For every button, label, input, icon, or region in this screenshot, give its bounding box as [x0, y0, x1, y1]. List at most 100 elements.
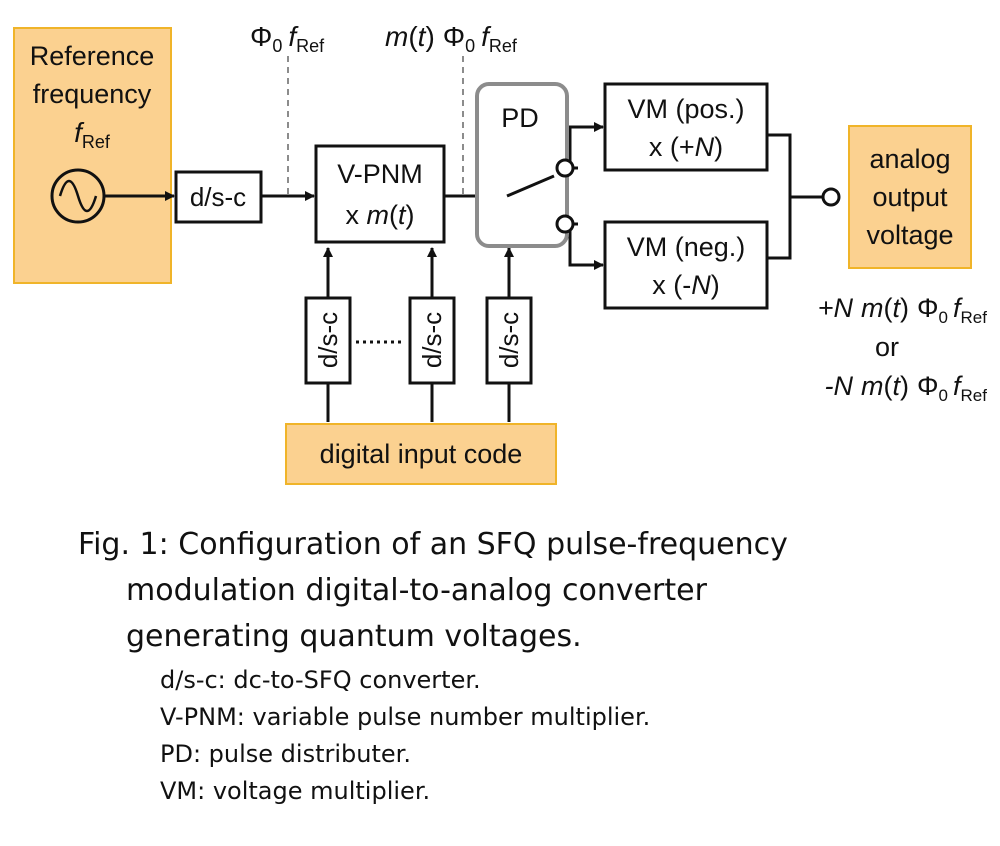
reference-frequency-block: Reference frequency fRef — [13, 27, 172, 284]
eq-pos-t: t — [892, 293, 901, 323]
switch-neg-to-vm-arrow — [568, 222, 604, 270]
eq-pos-ref: Ref — [961, 308, 988, 327]
abbreviation-legend: d/s-c: dc-to-SFQ converter. V-PNM: varia… — [78, 662, 978, 810]
f-italic: f — [74, 117, 85, 148]
dsc-converter-vertical-3: d/s-c — [485, 296, 533, 385]
eq-neg-ref: Ref — [961, 386, 988, 405]
eq-neg-m: m — [861, 371, 884, 401]
sine-wave-icon — [58, 179, 98, 213]
vm-neg-suffix: ) — [711, 270, 720, 300]
reference-f-symbol: fRef — [74, 117, 111, 152]
vpnm-multiplier: x m(t) — [345, 200, 414, 230]
vm-neg-title: VM (neg.) — [627, 232, 746, 262]
vpnm-t: t — [398, 200, 407, 230]
vm-pos-box — [603, 82, 769, 172]
eq-pos-f: f — [953, 293, 963, 323]
caption-line-3: generating quantum voltages. — [126, 619, 582, 654]
mt-f: f — [481, 21, 492, 52]
eq-neg-N: -N — [824, 371, 853, 401]
legend-dsc: d/s-c: dc-to-SFQ converter. — [160, 666, 481, 694]
dsc-vertical-1-label: d/s-c — [313, 312, 343, 368]
mt-t: t — [418, 21, 427, 52]
output-label-line1: analog — [869, 144, 950, 174]
vpnm-close: ) — [406, 200, 415, 230]
mt-m: m — [385, 21, 408, 52]
output-eq-or: or — [875, 332, 899, 362]
vm-pos-prefix: x (+ — [649, 132, 695, 162]
vpnm-m: m — [367, 200, 390, 230]
reference-label-line1: Reference — [30, 41, 155, 71]
eq-neg-f: f — [953, 371, 963, 401]
dsc-vertical-2-box — [408, 296, 456, 385]
eq-neg-sub0: 0 — [939, 386, 948, 405]
vpnm-title: V-PNM — [337, 159, 423, 189]
vpnm-box — [314, 144, 446, 244]
dsc-main-box — [174, 170, 263, 224]
dsc-main-label: d/s-c — [190, 182, 246, 212]
dsc-converter-vertical-1: d/s-c — [304, 296, 352, 385]
legend-vm: VM: voltage multiplier. — [160, 777, 431, 805]
eq-pos-sub0: 0 — [939, 308, 948, 327]
eq-pos-N: +N — [818, 293, 854, 323]
mt-open: ( — [408, 21, 418, 52]
pd-block: PD — [475, 82, 575, 248]
vm-pos-output-line — [767, 133, 792, 197]
digital-input-label: digital input code — [320, 439, 523, 469]
vm-pos-multiplier: x (+N) — [649, 132, 723, 162]
legend-vpnm: V-PNM: variable pulse number multiplier. — [160, 703, 651, 731]
digital-input-code-block: digital input code — [285, 423, 557, 485]
vm-pos-suffix: ) — [714, 132, 723, 162]
eq-neg-t: t — [892, 371, 901, 401]
dsc-vertical-1-box — [304, 296, 352, 385]
dsc-vertical-3-label: d/s-c — [494, 312, 524, 368]
vm-positive-block: VM (pos.) x (+N) — [603, 82, 769, 172]
vm-neg-prefix: x (- — [652, 270, 691, 300]
vm-negative-block: VM (neg.) x (-N) — [603, 220, 769, 310]
vm-neg-N: N — [691, 270, 711, 300]
analog-output-block: analog output voltage — [848, 125, 972, 269]
switch-pos-to-vm-arrow — [568, 122, 604, 170]
dsc-converter-vertical-2: d/s-c — [408, 296, 456, 385]
phi-ref-sub: Ref — [296, 36, 325, 56]
caption-line-2: modulation digital-to-analog converter — [126, 573, 707, 608]
caption-line-1: Fig. 1: Configuration of an SFQ pulse-fr… — [78, 527, 788, 562]
eq-pos-phi: Φ — [917, 293, 939, 323]
figure-caption: Fig. 1: Configuration of an SFQ pulse-fr… — [78, 522, 978, 810]
pd-switch-neg-contact — [555, 214, 575, 234]
eq-neg-open: ( — [883, 371, 892, 401]
eq-neg-phi: Φ — [917, 371, 939, 401]
vpnm-open: ( — [389, 200, 398, 230]
eq-pos-close: ) — [900, 293, 909, 323]
dsc-vertical-2-label: d/s-c — [417, 312, 447, 368]
mt-phi-symbol: Φ — [443, 21, 465, 52]
vm-neg-output-line — [767, 197, 792, 260]
vpnm-block: V-PNM x m(t) — [314, 144, 446, 244]
reference-label-line2: frequency — [33, 79, 152, 109]
reference-frequency-box — [13, 27, 172, 284]
output-terminal — [821, 187, 841, 207]
digital-input-box — [285, 423, 557, 485]
vm-pos-title: VM (pos.) — [627, 94, 744, 124]
output-label-line3: voltage — [866, 220, 953, 250]
phi-f: f — [288, 21, 299, 52]
output-label-line2: output — [872, 182, 948, 212]
vm-pos-N: N — [695, 132, 715, 162]
vpnm-prefix: x — [345, 200, 366, 230]
mt-phi-sub0: 0 — [465, 36, 475, 56]
phi-sub0: 0 — [272, 36, 282, 56]
eq-pos-m: m — [861, 293, 884, 323]
eq-neg-close: ) — [900, 371, 909, 401]
pd-title: PD — [501, 103, 539, 133]
dsc-vertical-3-box — [485, 296, 533, 385]
eq-pos-open: ( — [883, 293, 892, 323]
legend-pd: PD: pulse distributer. — [160, 740, 411, 768]
vm-neg-multiplier: x (-N) — [652, 270, 719, 300]
mt-close: ) — [425, 21, 434, 52]
mt-ref-sub: Ref — [489, 36, 518, 56]
